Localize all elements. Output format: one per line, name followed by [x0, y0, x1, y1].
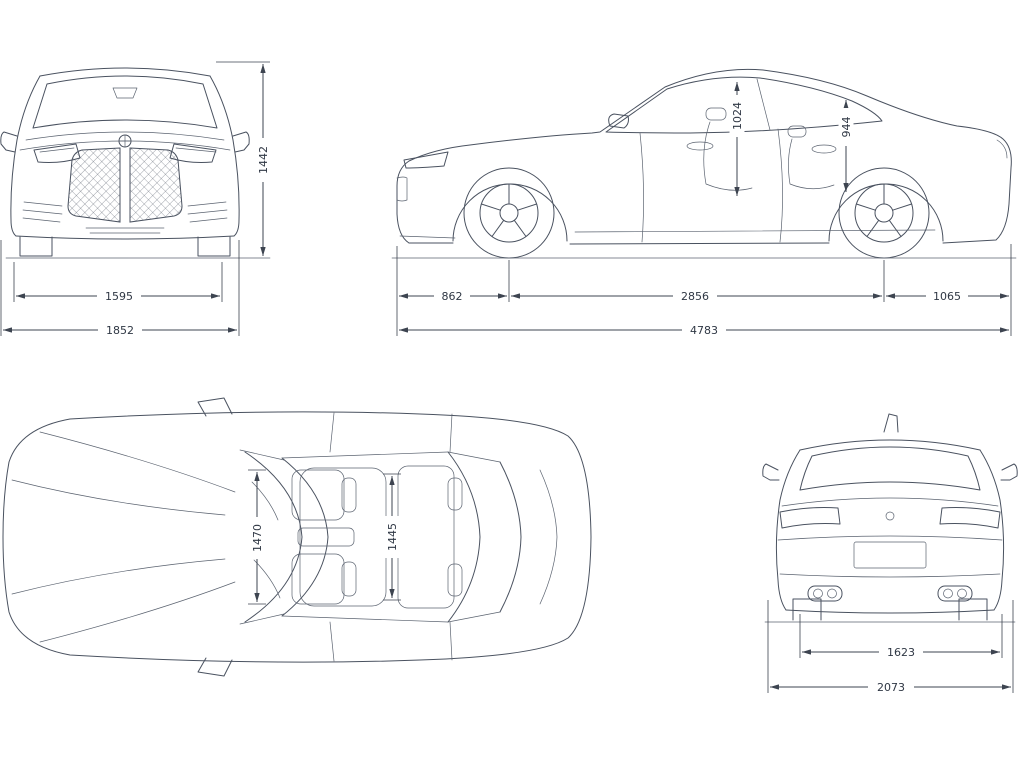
dim-side-length-label: 4783	[690, 324, 718, 337]
dim-label-bg	[729, 95, 745, 137]
dim-label-bg	[868, 680, 914, 695]
front-track-dimension: 1595	[13, 262, 223, 304]
dim-label-bg	[434, 289, 470, 304]
dim-front-height-label: 1442	[257, 146, 270, 174]
dim-front-track-label: 1595	[105, 290, 133, 303]
front-view-body	[0, 67, 271, 259]
dim-label-bg	[256, 138, 270, 182]
dim-label-bg	[879, 645, 923, 660]
rear-width-dimension: 2073	[767, 600, 1014, 695]
dim-top-interior-rear-label: 1445	[386, 523, 399, 551]
side-view-body	[391, 68, 1017, 259]
dim-side-overhang-rear-label: 1065	[933, 290, 961, 303]
side-view: 1024 944 862 2856 1065 4783	[391, 68, 1017, 338]
dim-label-bg	[98, 323, 142, 338]
front-view: 1442 1595 1852	[0, 61, 271, 338]
side-headroom-rear-dimension: 944	[838, 100, 854, 192]
top-view: 1470 1445	[2, 397, 592, 677]
dim-rear-track-label: 1623	[887, 646, 915, 659]
dim-label-bg	[384, 516, 400, 558]
dim-rear-width-label: 2073	[877, 681, 905, 694]
top-view-body	[2, 397, 592, 677]
side-length-dimensions: 862 2856 1065 4783	[396, 244, 1012, 338]
dim-side-wheelbase-label: 2856	[681, 290, 709, 303]
rear-view-body	[762, 413, 1018, 623]
rear-view: 1623 2073	[762, 413, 1018, 695]
side-headroom-front-dimension: 1024	[729, 82, 745, 196]
dim-label-bg	[926, 289, 968, 304]
dim-label-bg	[838, 108, 854, 146]
dim-label-bg	[682, 323, 726, 338]
dim-label-bg	[97, 289, 141, 304]
front-width-dimension: 1852	[0, 240, 240, 338]
dim-label-bg	[673, 289, 717, 304]
dim-side-overhang-front-label: 862	[442, 290, 463, 303]
top-interior-front-dimension: 1470	[248, 469, 266, 605]
dim-front-width-label: 1852	[106, 324, 134, 337]
dim-label-bg	[249, 517, 265, 559]
dim-side-headroom-front-label: 1024	[731, 102, 744, 130]
front-height-dimension: 1442	[216, 61, 270, 256]
dim-side-headroom-rear-label: 944	[840, 117, 853, 138]
dim-top-interior-front-label: 1470	[251, 524, 264, 552]
rear-track-dimension: 1623	[799, 614, 1003, 660]
top-interior-rear-dimension: 1445	[383, 473, 401, 601]
